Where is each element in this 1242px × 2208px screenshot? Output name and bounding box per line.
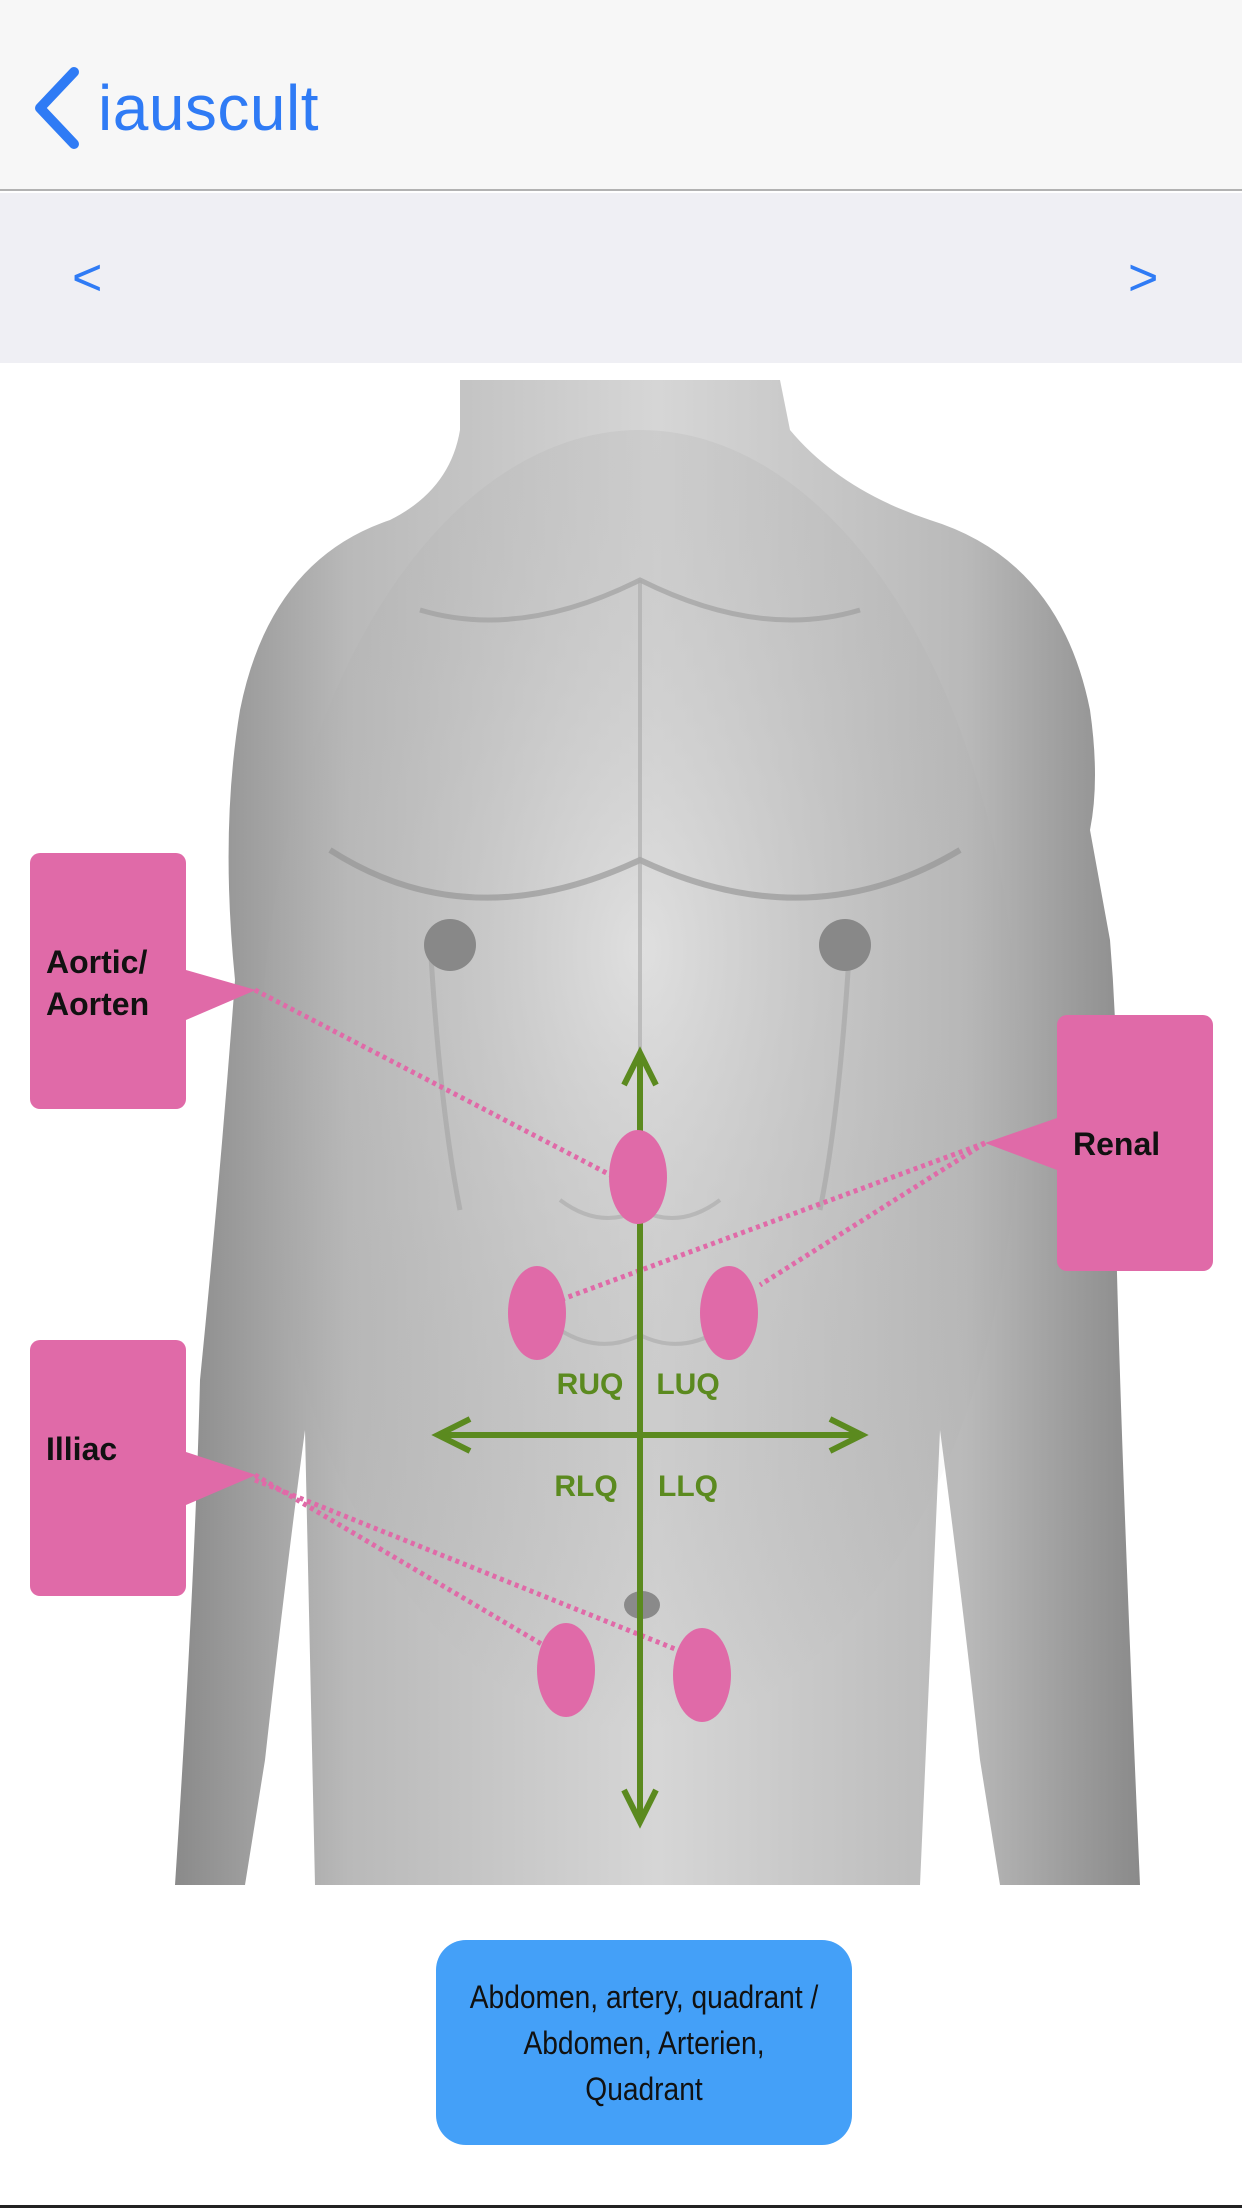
renal-callout-label: Renal xyxy=(1073,1126,1160,1162)
renal-point-left[interactable] xyxy=(700,1266,758,1360)
right-nipple xyxy=(819,919,871,971)
back-button[interactable]: iauscult xyxy=(30,58,319,158)
aortic-callout-line1: Aortic/ xyxy=(46,944,147,980)
illiac-point-left[interactable] xyxy=(673,1628,731,1722)
left-nipple xyxy=(424,919,476,971)
abdomen-auscultation-figure: RUQ LUQ RLQ LLQ Aortic/ Aorten Renal xyxy=(0,380,1242,1885)
quadrant-label-luq: LUQ xyxy=(656,1368,719,1401)
next-page-button[interactable]: > xyxy=(1128,249,1159,307)
caption-line-1: Abdomen, artery, quadrant / xyxy=(469,1978,819,2015)
aortic-point[interactable] xyxy=(609,1130,667,1224)
caption-button[interactable]: Abdomen, artery, quadrant / Abdomen, Art… xyxy=(436,1940,852,2145)
aortic-callout-line2: Aorten xyxy=(46,986,149,1022)
chevron-left-icon xyxy=(35,67,79,149)
caption-line-2: Abdomen, Arterien, Quadrant xyxy=(523,2024,765,2107)
torso-illustration: RUQ LUQ RLQ LLQ Aortic/ Aorten Renal xyxy=(30,380,1213,1885)
aortic-callout: Aortic/ Aorten xyxy=(30,853,256,1109)
navigation-bar: iauscult xyxy=(0,0,1242,191)
back-button-label: iauscult xyxy=(98,72,319,144)
renal-point-right[interactable] xyxy=(508,1266,566,1360)
illiac-callout: Illiac xyxy=(30,1340,256,1596)
previous-page-button[interactable]: < xyxy=(72,249,103,307)
quadrant-label-ruq: RUQ xyxy=(557,1368,624,1401)
quadrant-label-rlq: RLQ xyxy=(554,1470,617,1503)
bottom-divider xyxy=(0,2205,1242,2208)
pager-bar: < > xyxy=(0,193,1242,363)
quadrant-label-llq: LLQ xyxy=(658,1470,718,1503)
renal-callout: Renal xyxy=(985,1015,1213,1271)
callout-connectors xyxy=(253,987,987,1658)
illiac-point-right[interactable] xyxy=(537,1623,595,1717)
illiac-callout-label: Illiac xyxy=(46,1431,117,1467)
